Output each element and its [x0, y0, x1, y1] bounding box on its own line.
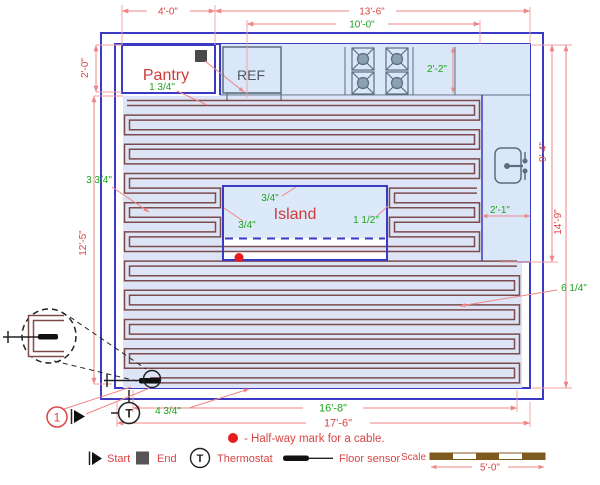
dim-top-main: 13'-6" — [359, 7, 385, 18]
stove — [351, 47, 409, 95]
dim-counter-depth: 2'-2" — [427, 64, 447, 75]
dim-cable-gap-bottom: 4 3/4" — [155, 406, 181, 417]
dim-pantry-gap: 1 3/4" — [149, 82, 175, 93]
dim-pantry-height: 2'-0" — [80, 58, 91, 78]
counters — [219, 44, 530, 263]
dim-bottom-inner: 16'-8" — [319, 403, 347, 415]
dim-cable-gap-right: 6 1/4" — [561, 283, 587, 294]
detail-number: 1 — [54, 411, 61, 425]
thermostat-icon — [189, 447, 211, 469]
sink-drain — [504, 163, 510, 169]
island-fills — [223, 186, 387, 260]
end-icon — [136, 451, 149, 465]
pantry-room: Pantry — [121, 44, 245, 94]
start-icon — [92, 452, 102, 465]
halfway-note: - Half-way mark for a cable. — [228, 433, 385, 445]
scale-bar: Scale 5'-0" — [401, 452, 546, 474]
legend-floor-sensor-label: Floor sensor — [339, 453, 400, 465]
dim-island-top: 3/4" — [261, 193, 279, 204]
legend: Start End T Thermostat Floor sensor — [88, 447, 400, 469]
island-label: Island — [274, 206, 317, 223]
start-marker-icon — [74, 410, 85, 423]
island-counter — [223, 186, 387, 238]
heating-cable — [123, 99, 521, 384]
plan-fixtures: T 1 — [46, 369, 162, 428]
dim-bottom-main: 17'-6" — [324, 418, 352, 430]
legend-start-label: Start — [107, 453, 130, 465]
island-walls — [222, 185, 388, 261]
pantry-label: Pantry — [143, 67, 189, 84]
dim-right-counter-len: 9'-4" — [538, 142, 549, 162]
burner-icon — [351, 71, 375, 95]
detail-cable-core — [29, 316, 64, 356]
burner-icon — [351, 47, 375, 71]
thermostat-symbol — [117, 401, 141, 425]
dim-cable-gap-left: 3 3/4" — [86, 175, 112, 186]
island-room: Island — [222, 185, 388, 262]
cable-end-marker — [195, 50, 207, 62]
dimensions: 4'-0" 13'-6" 10'-0" 2'-2" 2'-0" 12'-5" 3… — [78, 5, 587, 430]
sink — [494, 147, 528, 184]
burner-icon — [385, 47, 409, 71]
ref-label: REF — [237, 67, 265, 83]
legend-end-label: End — [157, 453, 177, 465]
detail-number-circle — [46, 406, 68, 428]
dim-pantry-width: 4'-0" — [158, 7, 178, 18]
start-leader — [63, 386, 132, 410]
floor-sensor-tip — [139, 378, 161, 384]
burner-icon — [385, 71, 409, 95]
legend-thermostat-symbol: T — [197, 453, 204, 465]
dim-right-counter-width: 2'-1" — [490, 205, 510, 216]
floor-sensor-icon — [283, 455, 309, 461]
thermostat-letter: T — [125, 407, 133, 421]
refrigerator: REF — [222, 46, 282, 102]
scale-length: 5'-0" — [480, 463, 500, 474]
start-leader — [85, 387, 151, 415]
dim-island-right: 1 1/2" — [353, 215, 379, 226]
legend-thermostat-label: Thermostat — [217, 453, 273, 465]
halfway-text: - Half-way mark for a cable. — [244, 433, 385, 445]
outer-wall — [100, 32, 544, 400]
dim-left-main: 12'-5" — [78, 230, 89, 256]
top-counter — [220, 44, 530, 95]
end-leader — [204, 60, 245, 93]
detail-circle — [21, 308, 77, 364]
detail-bubble — [3, 308, 147, 382]
cable-run-lower-core — [125, 261, 519, 383]
halfway-mark-dot — [234, 253, 244, 262]
cable-run-upper-core — [125, 101, 479, 251]
detail-leader — [69, 316, 147, 370]
detail-sensor-tip — [38, 334, 58, 340]
halfway-dot-icon — [228, 433, 238, 443]
dim-right-main: 14'-9" — [553, 209, 564, 235]
dim-island-left: 3/4" — [238, 220, 256, 231]
sensor-callout-circle — [142, 369, 162, 389]
dim-counter-run: 10'-0" — [349, 20, 375, 31]
scale-label: Scale — [401, 452, 426, 463]
